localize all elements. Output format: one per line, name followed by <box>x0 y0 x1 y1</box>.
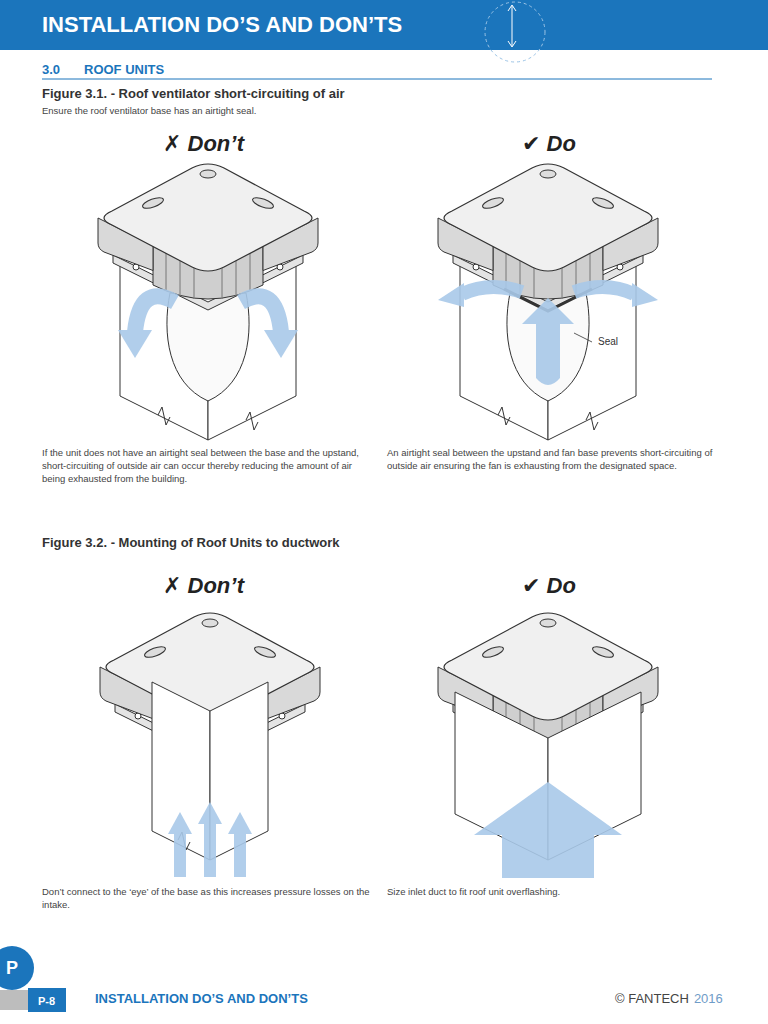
figure-note: Ensure the roof ventilator base has an a… <box>42 105 256 116</box>
section-title: ROOF UNITS <box>84 62 164 78</box>
callout-label: Seal <box>596 336 620 348</box>
roof-unit-figure <box>438 164 658 440</box>
copyright: © FANTECH <box>615 991 689 1007</box>
airflow-arrow <box>118 296 298 358</box>
caption: If the unit does not have an airtight se… <box>42 446 367 485</box>
do-heading: ✔ Do <box>522 573 576 599</box>
footer-title: INSTALLATION DO’S AND DON’TS <box>95 991 308 1007</box>
roof-unit-figure <box>98 164 318 440</box>
section-number: 3.0 <box>42 62 60 78</box>
roof-unit-figure <box>438 613 658 860</box>
airflow-arrow <box>168 802 252 877</box>
caption: Don’t connect to the ‘eye’ of the base a… <box>42 885 372 911</box>
airflow-arrow <box>438 283 658 385</box>
figure-title: Figure 3.2. - Mounting of Roof Units to … <box>42 535 340 551</box>
section-rule <box>42 79 712 80</box>
year: 2016 <box>694 991 723 1007</box>
page-number: P-8 <box>38 995 55 1007</box>
figure-title: Figure 3.1. - Roof ventilator short-circ… <box>42 86 345 102</box>
footer-tab <box>0 990 28 1010</box>
do-heading: ✔ Do <box>522 131 576 157</box>
page-number-box: P-8 <box>28 988 66 1012</box>
header-bar <box>0 0 768 50</box>
airflow-arrow <box>474 782 622 878</box>
tab-circle <box>0 946 34 990</box>
header-ornament <box>512 6 513 46</box>
header-ornament <box>485 2 545 62</box>
roof-unit-figure <box>100 613 320 860</box>
page-title: INSTALLATION DO’S AND DON’TS <box>42 12 402 38</box>
page-letter: P <box>6 958 18 979</box>
page-tab: P <box>0 946 34 990</box>
caption: Size inlet duct to fit roof unit overfla… <box>387 885 717 898</box>
dont-heading: ✗ Don’t <box>163 131 244 157</box>
caption: An airtight seal between the upstand and… <box>387 446 717 472</box>
header-ornament <box>508 5 516 47</box>
dont-heading: ✗ Don’t <box>163 573 244 599</box>
leader-line <box>574 333 592 342</box>
